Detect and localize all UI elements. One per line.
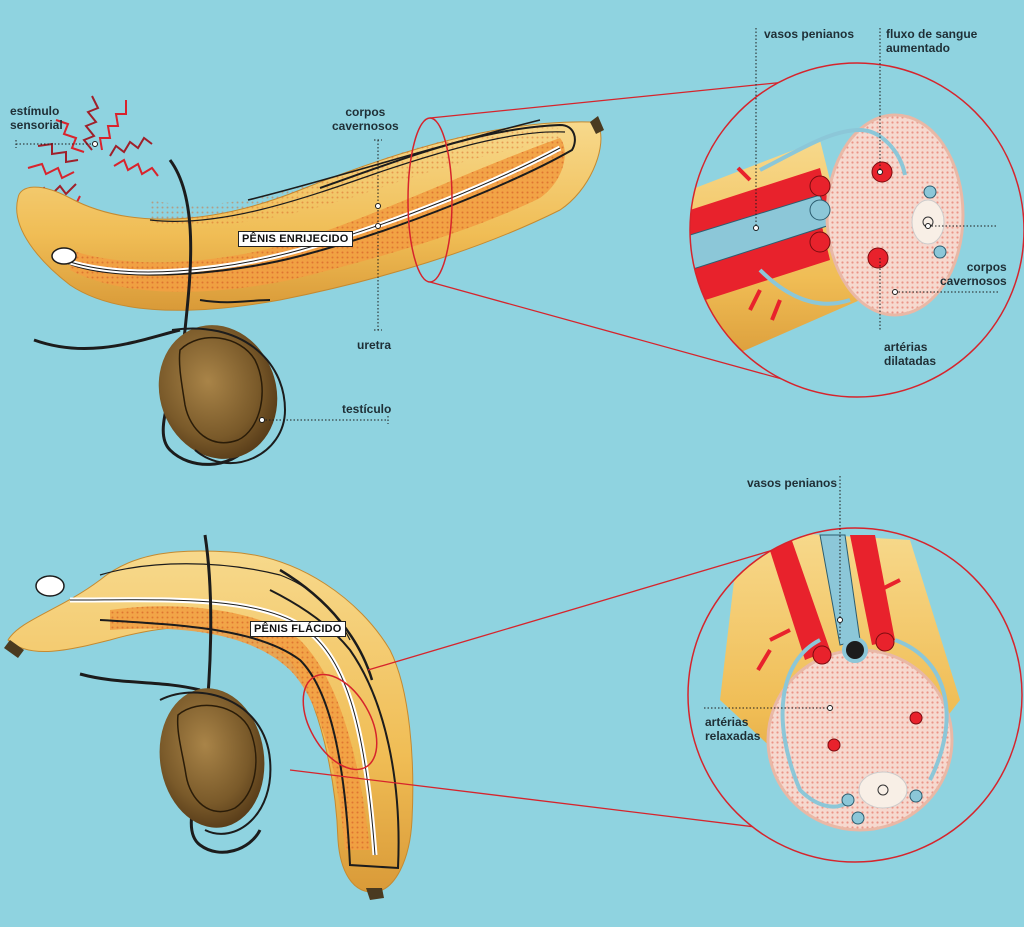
label-corpora-cavernosa-right: corpos cavernosos xyxy=(940,260,1007,288)
label-relaxed-arteries: artérias relaxadas xyxy=(705,715,761,743)
erect-cross-section xyxy=(689,28,1024,398)
label-testicle: testículo xyxy=(342,402,392,416)
label-flaccid-penis: PÊNIS FLÁCIDO xyxy=(250,621,346,637)
label-erect-penis: PÊNIS ENRIJECIDO xyxy=(238,231,353,247)
label-dilated-arteries: artérias dilatadas xyxy=(884,340,937,368)
label-corpora-cavernosa-top: corpos cavernosos xyxy=(332,105,399,133)
erect-illustration xyxy=(15,77,841,466)
flaccid-cross-section xyxy=(687,476,1023,863)
label-urethra: uretra xyxy=(357,338,392,352)
flaccid-illustration xyxy=(4,534,781,900)
label-sensory-stimulus: estímulo sensorial xyxy=(10,104,63,132)
flaccid-testicle-kiwi xyxy=(159,688,265,828)
label-penile-vessels-top: vasos penianos xyxy=(764,27,855,41)
label-increased-blood-flow: fluxo de sangue aumentado xyxy=(886,27,978,55)
label-penile-vessels-bottom: vasos penianos xyxy=(747,476,838,490)
erect-testicle-kiwi xyxy=(158,325,278,459)
